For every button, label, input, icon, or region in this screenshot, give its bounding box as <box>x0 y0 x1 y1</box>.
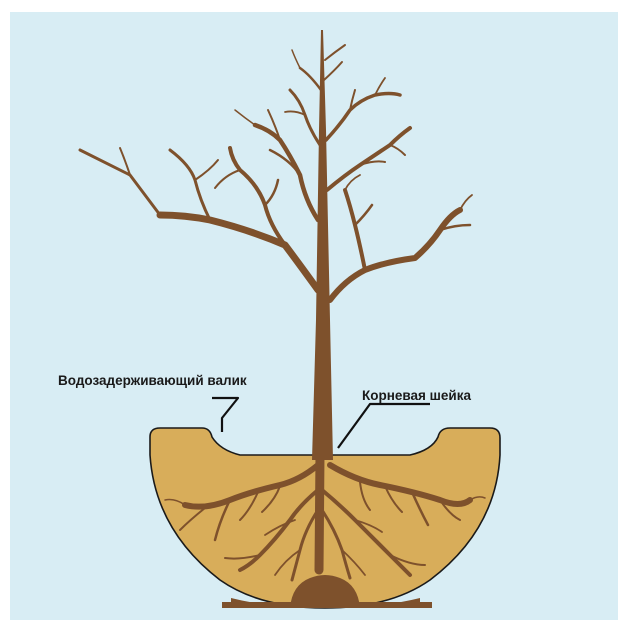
root-collar-leader <box>338 404 430 448</box>
tree-trunk <box>312 30 333 460</box>
water-ridge-label: Водозадерживающий валик <box>58 373 247 388</box>
water-ridge-leader <box>212 398 238 432</box>
root-collar-label: Корневая шейка <box>362 388 471 403</box>
tree-branches <box>80 45 472 300</box>
